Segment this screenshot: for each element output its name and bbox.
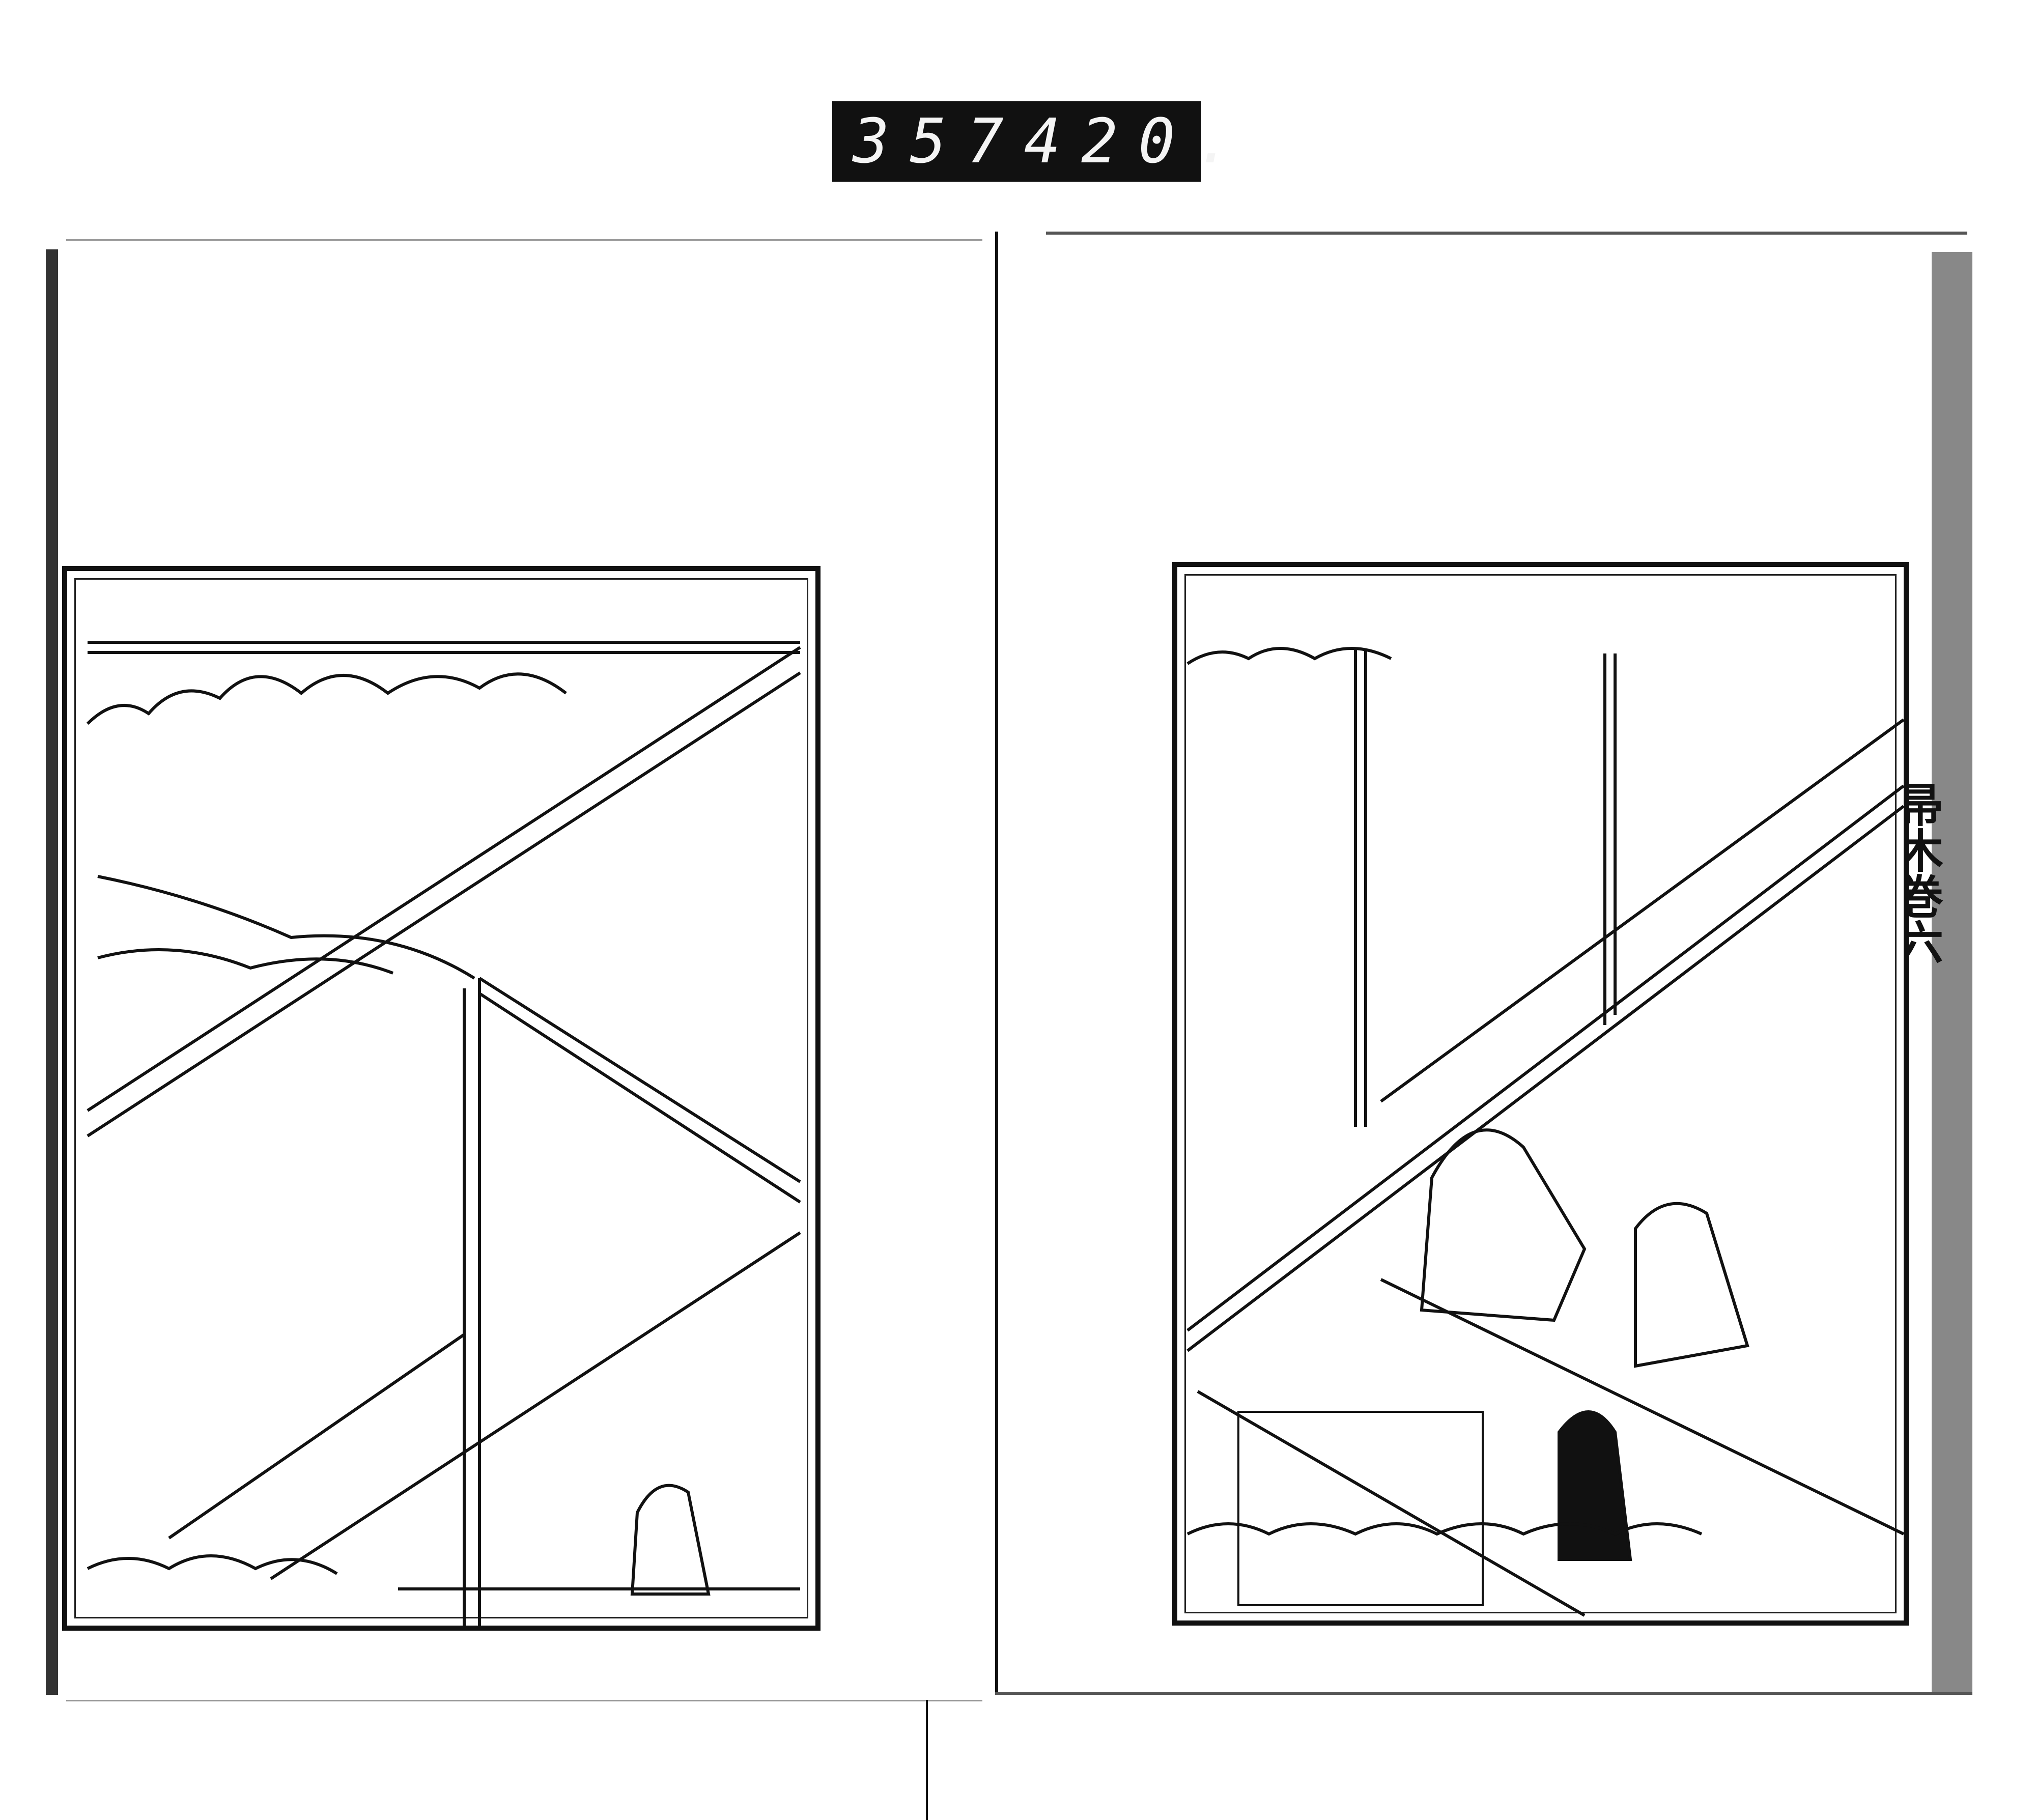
right-page-bottom-edge: [995, 1692, 1972, 1695]
left-page-spine-edge: [46, 249, 58, 1695]
left-page-bottom-edge: [66, 1700, 982, 1701]
left-page-top-edge: [66, 239, 982, 241]
right-illustration: [1172, 562, 1909, 1626]
right-page-gutter-edge: [995, 232, 998, 1695]
left-number: 357: [853, 106, 1024, 177]
catalog-number-label: 357 420.: [832, 101, 1232, 182]
garden-veranda-scene: [86, 641, 801, 1626]
center-gutter-line: [926, 1700, 928, 1820]
right-number: 420.: [1024, 106, 1253, 177]
right-page-top-edge: [1046, 232, 1967, 235]
right-page: 帚木巻六: [995, 232, 1975, 1697]
palace-interior-scene: [1186, 647, 1904, 1617]
left-illustration: [62, 566, 821, 1631]
right-page-fore-edge: [1932, 252, 1972, 1692]
